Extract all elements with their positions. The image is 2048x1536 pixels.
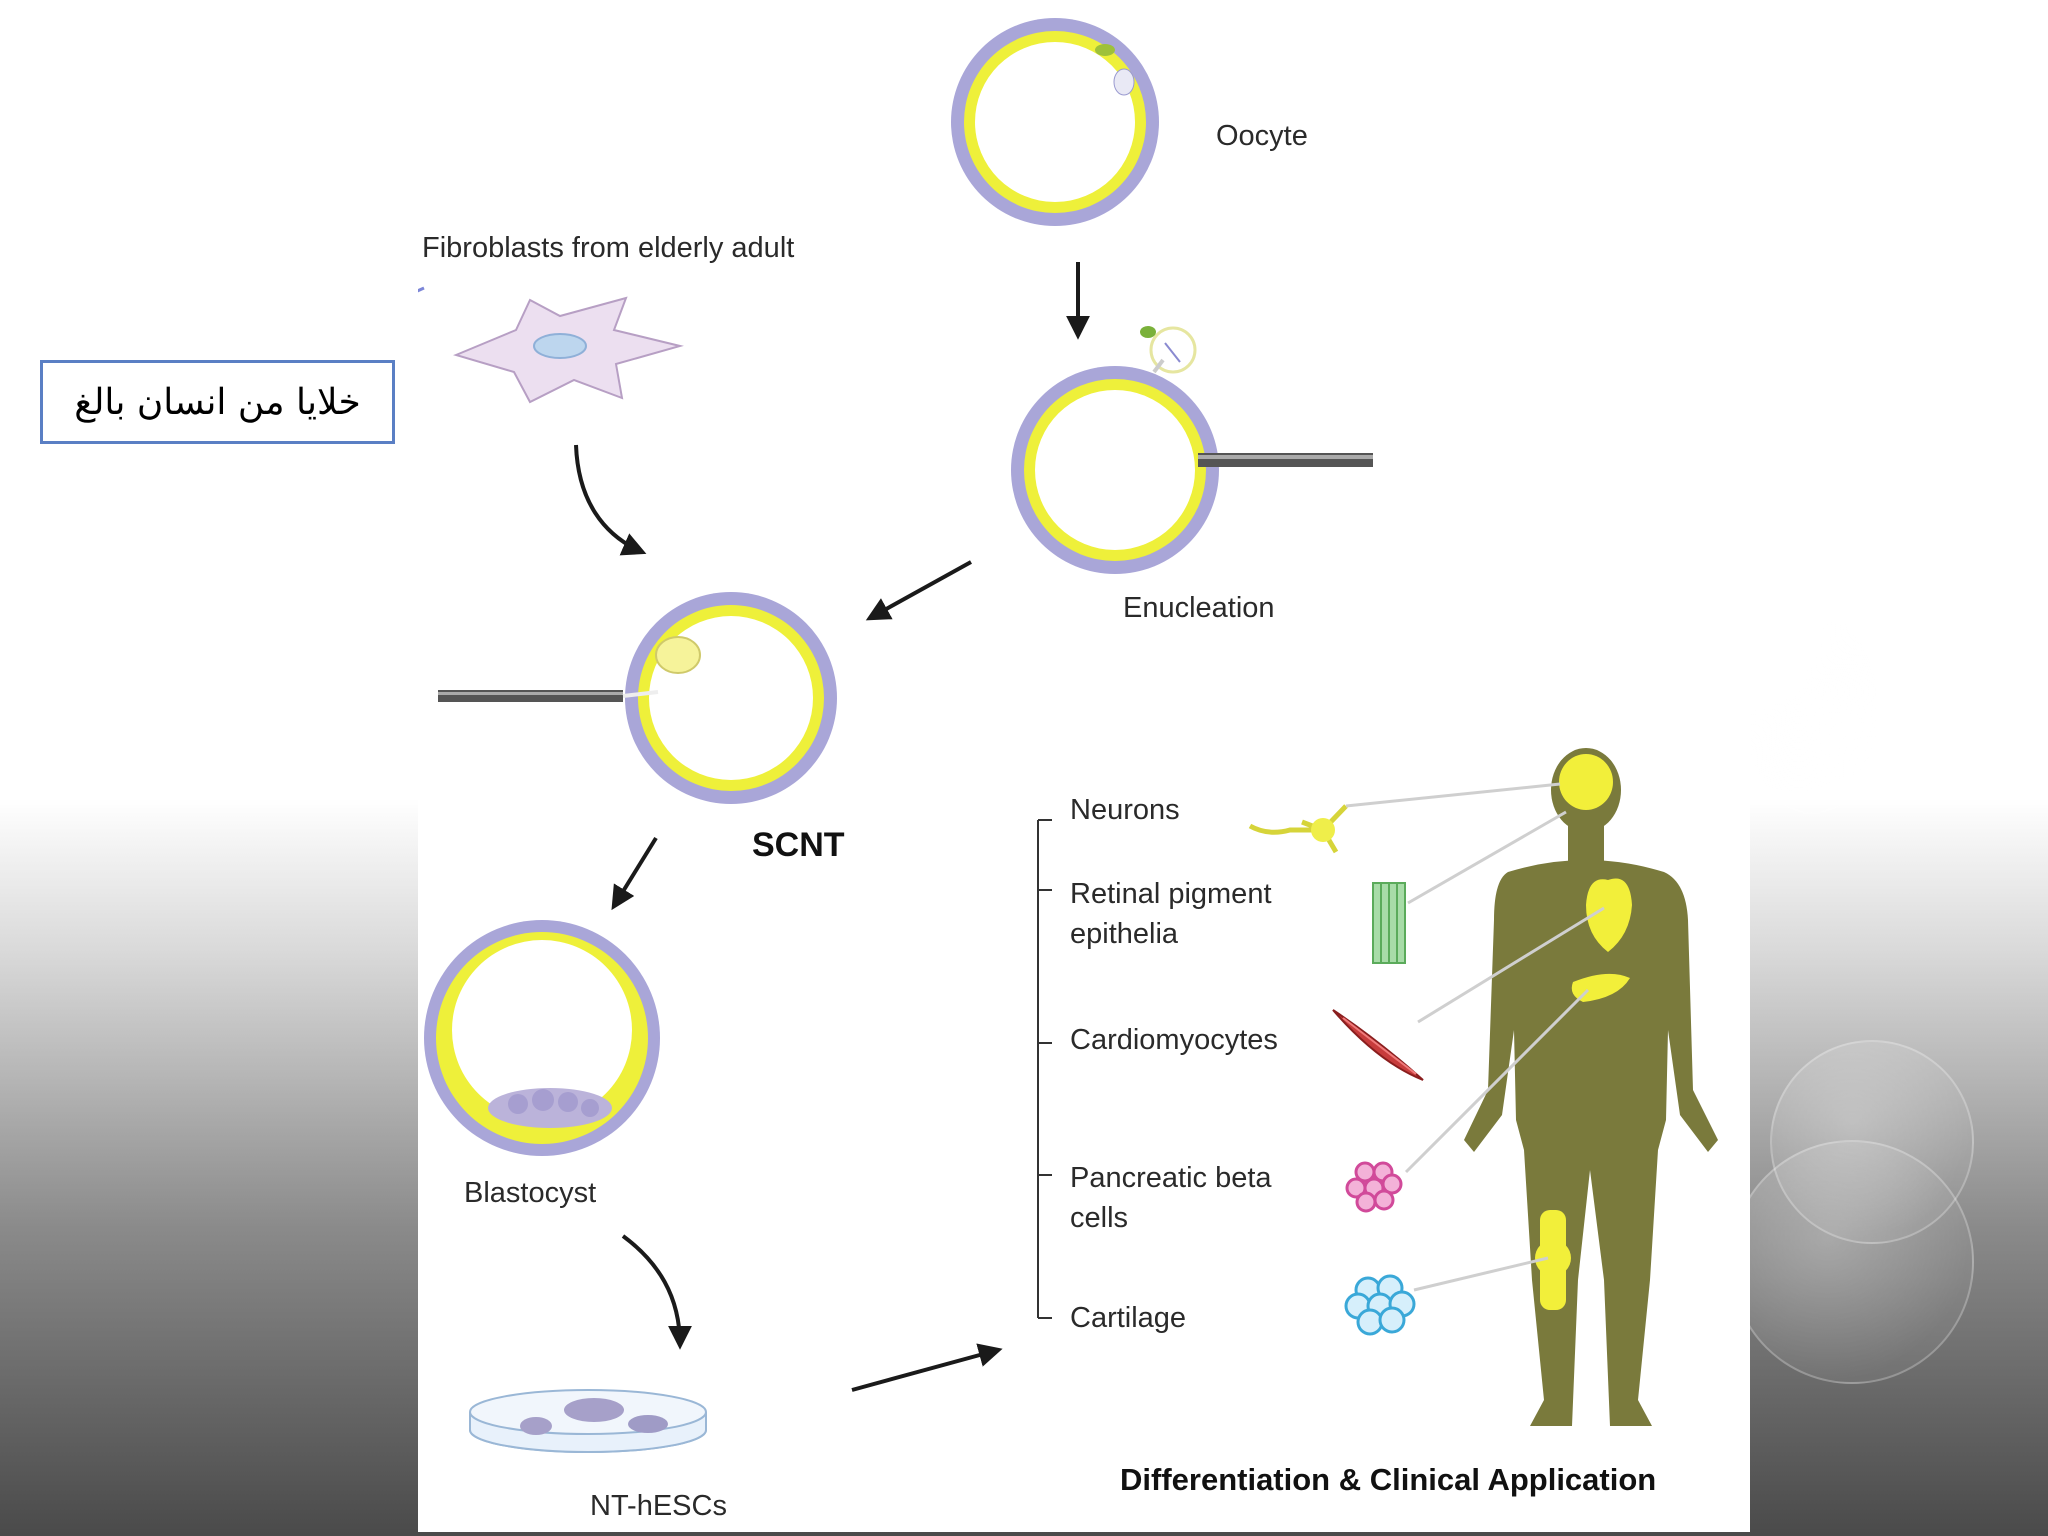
scnt-diagram xyxy=(418,18,1718,1453)
enucleation-cell xyxy=(1011,326,1373,574)
cell-type-cartilage: Cartilage xyxy=(1070,1302,1187,1334)
beta-cells-icon xyxy=(1345,1161,1403,1213)
cartilage-icon xyxy=(1344,1274,1416,1336)
label-differentiation: Differentiation & Clinical Application xyxy=(1120,1462,1657,1497)
cell-type-retinal: Retinal pigment epithelia xyxy=(1070,878,1272,950)
retinal-epithelium-icon xyxy=(1372,882,1406,964)
blastocyst-cell xyxy=(424,920,660,1156)
cell-types-bracket xyxy=(1037,819,1052,1319)
label-enucleation: Enucleation xyxy=(1123,592,1275,624)
cell-type-cardiomyocytes: Cardiomyocytes xyxy=(1070,1024,1278,1056)
background-bubble xyxy=(1730,1140,1974,1384)
annotation-box: خلايا من انسان بالغ xyxy=(40,360,395,444)
neuron-icon xyxy=(1248,804,1348,854)
connector-lines xyxy=(1345,782,1605,1292)
label-nt-hescs: NT-hESCs xyxy=(590,1490,727,1522)
diagram-panel: Fibroblasts from elderly adult Oocyte En… xyxy=(418,0,1750,1532)
label-fibroblasts: Fibroblasts from elderly adult xyxy=(422,232,795,264)
fibroblast-cell xyxy=(453,296,684,404)
label-oocyte: Oocyte xyxy=(1216,120,1308,152)
background-bubble xyxy=(1745,610,1879,814)
petri-dish xyxy=(469,1389,707,1453)
oocyte-cell xyxy=(951,18,1159,226)
label-scnt: SCNT xyxy=(752,826,845,864)
label-blastocyst: Blastocyst xyxy=(464,1177,597,1209)
cell-type-pancreatic: Pancreatic beta cells xyxy=(1070,1162,1272,1234)
annotation-arrow xyxy=(418,286,425,293)
cardiomyocyte-icon xyxy=(1332,1009,1424,1081)
human-body xyxy=(1464,748,1718,1426)
cell-type-neurons: Neurons xyxy=(1070,794,1180,826)
flow-arrows xyxy=(574,262,1090,1392)
scnt-cell xyxy=(438,592,837,804)
